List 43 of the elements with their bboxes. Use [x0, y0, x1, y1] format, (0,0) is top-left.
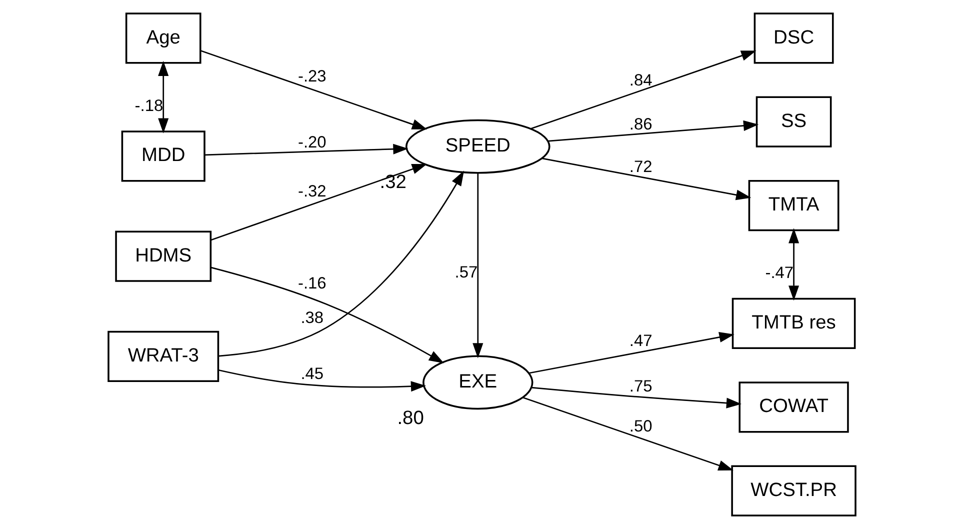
edge-label: -.18 [134, 96, 164, 115]
edge-label: .45 [300, 365, 324, 384]
edge-label: .38 [300, 308, 324, 327]
node-box: COWAT [738, 382, 849, 433]
edge-label: -.20 [298, 133, 326, 152]
edge-label: .72 [629, 158, 652, 176]
arrow [530, 50, 756, 130]
node-box: TMTA [748, 180, 840, 232]
edge-label: .47 [629, 332, 652, 350]
arrow [472, 172, 484, 358]
edge-label: .50 [629, 417, 652, 436]
node-box: TMTB res [732, 298, 856, 350]
edge-label: -.23 [298, 68, 326, 86]
node-box: WCST.PR [731, 465, 856, 516]
arrow [531, 386, 742, 408]
arrow [204, 144, 408, 156]
node-box: HDMS [115, 230, 212, 282]
edge-label: -.16 [298, 274, 326, 293]
edge-label: -.32 [298, 182, 326, 201]
edge-label: .84 [629, 72, 652, 90]
arrow [158, 60, 169, 134]
arrow [788, 228, 800, 301]
node-box: Age [125, 12, 202, 64]
node-box: WRAT-3 [108, 330, 220, 382]
arrow [210, 266, 444, 364]
node-box: DSC [754, 12, 834, 64]
arrow [548, 120, 759, 142]
node-box: MDD [121, 130, 206, 182]
node-label: .32 [380, 172, 406, 194]
arrow [210, 164, 428, 241]
arrow [200, 50, 428, 130]
edge-label: .75 [629, 378, 652, 396]
node-label: .80 [397, 408, 424, 429]
node-ellipse: EXE [422, 355, 534, 410]
edge-label: .86 [629, 116, 652, 134]
edge-label: -.47 [765, 264, 794, 282]
arrow [528, 332, 734, 374]
node-box: SS [756, 96, 832, 148]
arrow [542, 158, 752, 200]
arrow [522, 396, 734, 470]
arrow [218, 369, 426, 392]
arrow [218, 170, 464, 357]
edge-label: .57 [454, 263, 478, 282]
